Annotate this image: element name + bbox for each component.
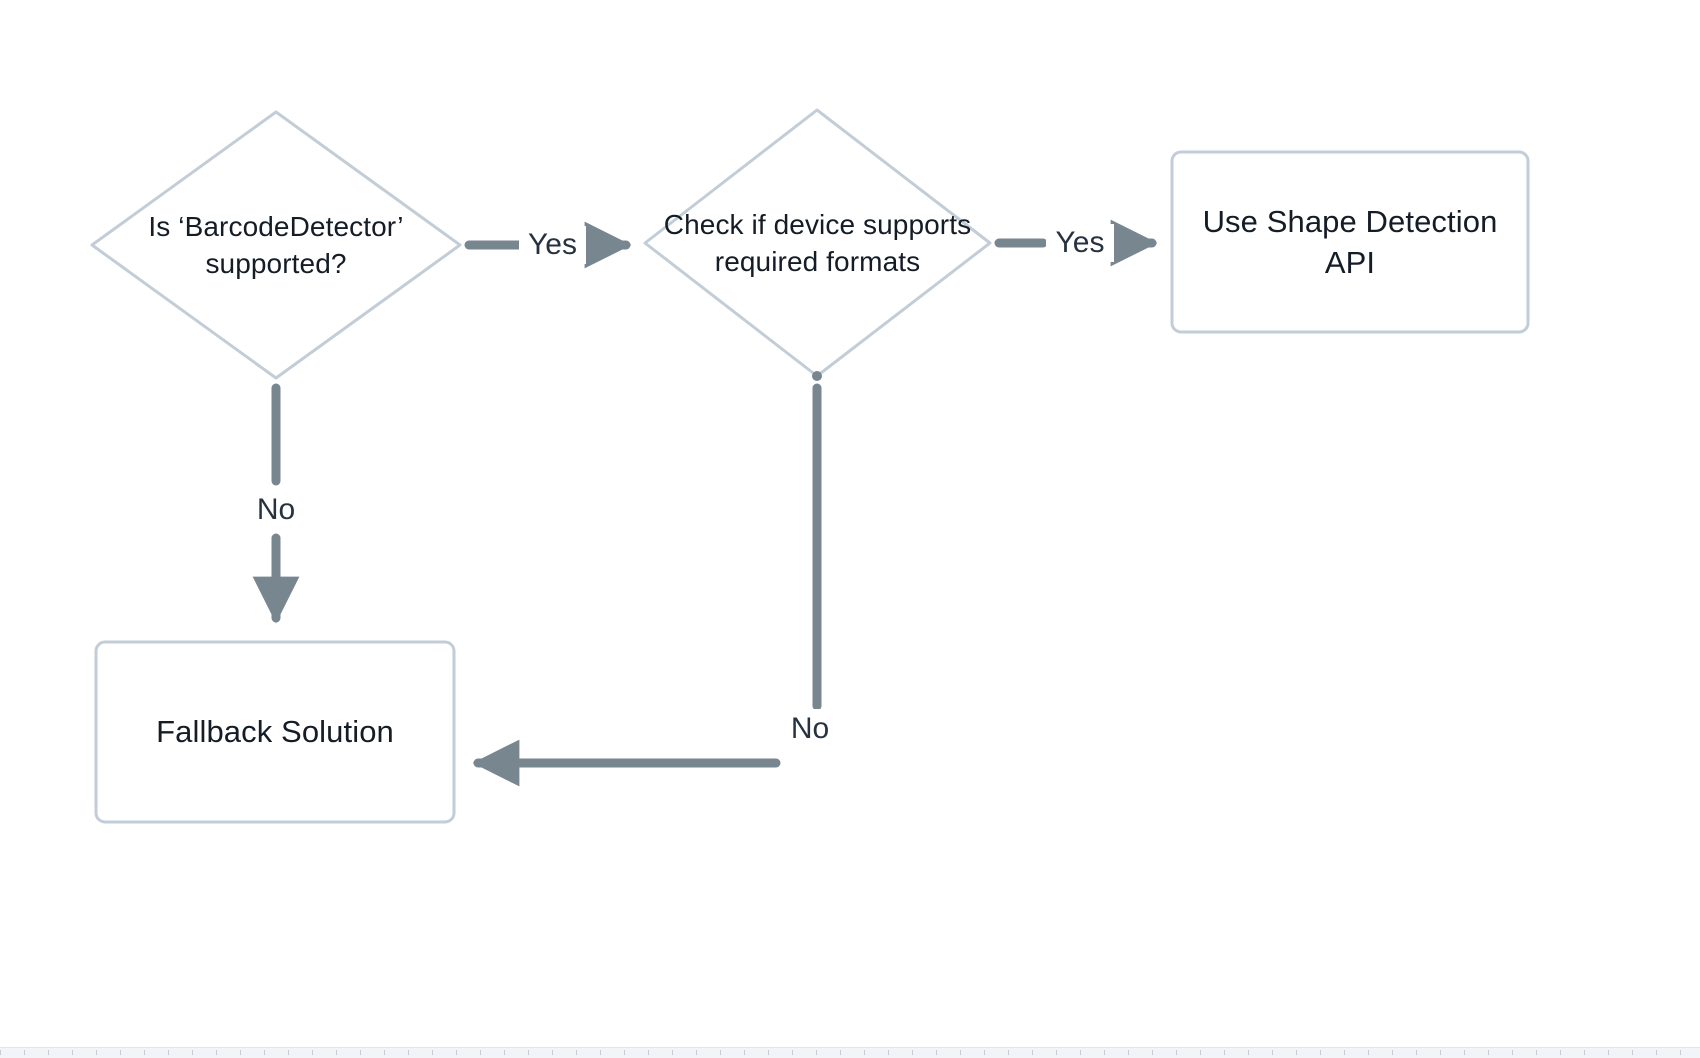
node-shape-use-shape-detection[interactable] xyxy=(1170,150,1530,334)
ruler-tick xyxy=(912,1050,913,1055)
ruler-tick xyxy=(336,1050,337,1055)
ruler-tick xyxy=(120,1050,121,1055)
ruler-tick xyxy=(240,1050,241,1055)
ruler-tick xyxy=(504,1050,505,1055)
ruler-tick xyxy=(1296,1050,1297,1055)
ruler-tick xyxy=(1344,1050,1345,1055)
ruler-tick xyxy=(528,1050,529,1055)
ruler-tick xyxy=(1128,1050,1129,1055)
ruler-tick xyxy=(1224,1050,1225,1055)
ruler-tick xyxy=(1512,1050,1513,1055)
ruler-tick xyxy=(1320,1050,1321,1055)
ruler-tick xyxy=(1536,1050,1537,1055)
ruler-tick xyxy=(0,1050,1,1055)
bottom-ruler xyxy=(0,1047,1700,1058)
ruler-tick xyxy=(48,1050,49,1055)
ruler-tick xyxy=(1584,1050,1585,1055)
ruler-tick xyxy=(984,1050,985,1055)
ruler-tick xyxy=(1200,1050,1201,1055)
ruler-tick xyxy=(1008,1050,1009,1055)
ruler-tick xyxy=(624,1050,625,1055)
ruler-tick xyxy=(1440,1050,1441,1055)
ruler-tick xyxy=(1368,1050,1369,1055)
ruler-tick xyxy=(1608,1050,1609,1055)
ruler-tick xyxy=(480,1050,481,1055)
ruler-tick xyxy=(144,1050,145,1055)
ruler-tick xyxy=(1272,1050,1273,1055)
ruler-tick xyxy=(1176,1050,1177,1055)
ruler-tick xyxy=(1392,1050,1393,1055)
ruler-tick xyxy=(672,1050,673,1055)
ruler-tick xyxy=(96,1050,97,1055)
ruler-tick xyxy=(384,1050,385,1055)
ruler-tick xyxy=(888,1050,889,1055)
ruler-tick xyxy=(24,1050,25,1055)
ruler-tick xyxy=(216,1050,217,1055)
ruler-tick xyxy=(864,1050,865,1055)
ruler-tick xyxy=(192,1050,193,1055)
edge-formats-no-origin-dot xyxy=(812,371,822,381)
ruler-tick xyxy=(1560,1050,1561,1055)
ruler-tick xyxy=(360,1050,361,1055)
ruler-tick xyxy=(720,1050,721,1055)
ruler-tick xyxy=(456,1050,457,1055)
ruler-tick xyxy=(408,1050,409,1055)
ruler-tick xyxy=(576,1050,577,1055)
ruler-tick xyxy=(312,1050,313,1055)
ruler-tick xyxy=(1464,1050,1465,1055)
node-shape-is-supported[interactable] xyxy=(90,110,462,380)
ruler-tick xyxy=(960,1050,961,1055)
ruler-tick xyxy=(840,1050,841,1055)
ruler-tick xyxy=(1248,1050,1249,1055)
ruler-tick xyxy=(1104,1050,1105,1055)
ruler-tick xyxy=(936,1050,937,1055)
ruler-tick xyxy=(792,1050,793,1055)
ruler-tick xyxy=(1152,1050,1153,1055)
ruler-tick xyxy=(648,1050,649,1055)
ruler-tick xyxy=(1632,1050,1633,1055)
ruler-tick xyxy=(168,1050,169,1055)
ruler-tick xyxy=(288,1050,289,1055)
node-shape-check-formats[interactable] xyxy=(643,108,992,378)
ruler-tick xyxy=(1056,1050,1057,1055)
ruler-tick xyxy=(432,1050,433,1055)
ruler-tick xyxy=(1080,1050,1081,1055)
ruler-tick xyxy=(264,1050,265,1055)
ruler-tick xyxy=(744,1050,745,1055)
ruler-tick xyxy=(1416,1050,1417,1055)
ruler-tick xyxy=(1680,1050,1681,1055)
ruler-tick xyxy=(600,1050,601,1055)
ruler-tick xyxy=(696,1050,697,1055)
ruler-tick xyxy=(768,1050,769,1055)
node-shape-fallback-solution[interactable] xyxy=(94,640,456,824)
ruler-tick xyxy=(1032,1050,1033,1055)
ruler-tick xyxy=(816,1050,817,1055)
ruler-tick xyxy=(72,1050,73,1055)
ruler-tick xyxy=(552,1050,553,1055)
ruler-tick xyxy=(1488,1050,1489,1055)
ruler-tick xyxy=(1656,1050,1657,1055)
